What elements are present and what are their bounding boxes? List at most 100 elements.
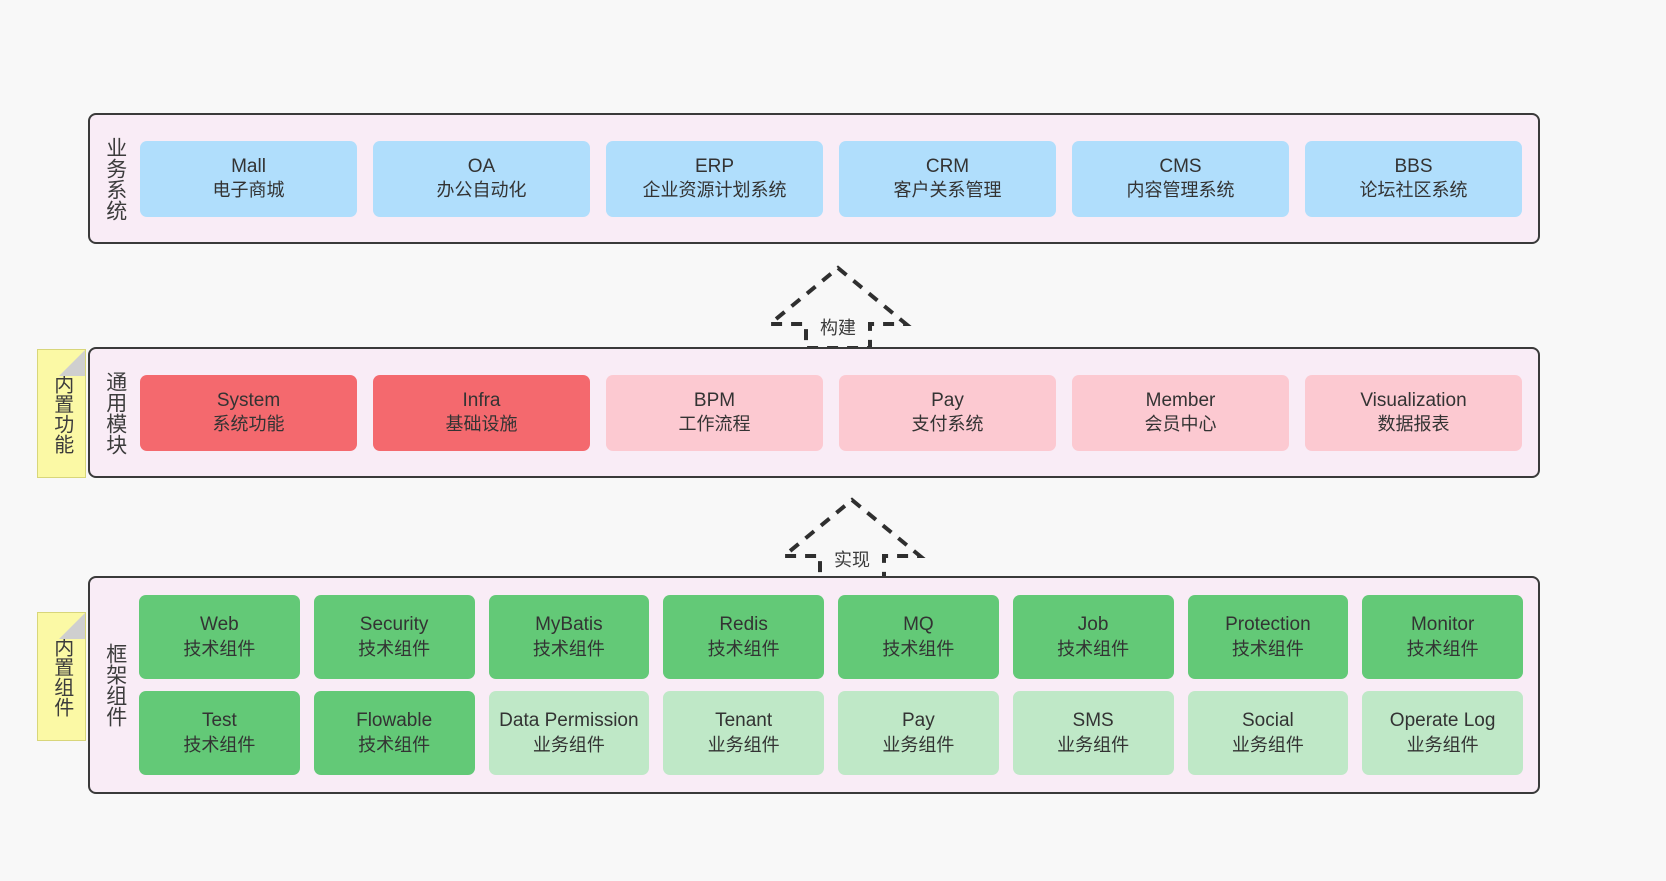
sticky-note-builtin-component: 内置组件 [37, 612, 86, 741]
framework-card-redis[interactable]: Redis 技术组件 [663, 595, 824, 679]
business-system-column: Mall 电子商城 [132, 121, 365, 236]
common-module-card-bpm[interactable]: BPM 工作流程 [606, 374, 823, 451]
card-desc: 基础设施 [445, 414, 518, 435]
card-desc: 业务组件 [1057, 734, 1130, 755]
framework-component-column: Protection 技术组件 Social 业务组件 [1181, 584, 1356, 786]
card-desc: 业务组件 [1231, 734, 1304, 755]
card-desc: 系统功能 [212, 414, 285, 435]
framework-component-column: Job 技术组件 SMS 业务组件 [1006, 584, 1181, 786]
sticky-note-label: 内置功能 [50, 373, 73, 454]
card-name: MyBatis [535, 614, 603, 636]
framework-card-test[interactable]: Test 技术组件 [139, 691, 300, 775]
common-modules-cell-group: System 系统功能 Infra 基础设施 BPM 工作流程 Pay [132, 355, 1530, 470]
framework-card-pay[interactable]: Pay 业务组件 [838, 691, 999, 775]
card-name: Social [1242, 710, 1294, 732]
card-name: System [216, 389, 281, 411]
card-desc: 技术组件 [1057, 638, 1130, 659]
layer-business-systems: 业务系统 Mall 电子商城 OA 办公自动化 ERP 企业资源计划系统 [88, 113, 1540, 244]
layer-title-common-modules: 通用模块 [103, 370, 127, 455]
business-system-card-cms[interactable]: CMS 内容管理系统 [1072, 140, 1289, 217]
framework-card-sms[interactable]: SMS 业务组件 [1012, 691, 1174, 775]
card-desc: 支付系统 [911, 414, 984, 435]
card-name: MQ [903, 614, 934, 636]
sticky-note-builtin-function: 内置功能 [37, 349, 86, 478]
card-name: BPM [693, 389, 736, 411]
card-desc: 企业资源计划系统 [642, 180, 787, 201]
framework-card-operate-log[interactable]: Operate Log 业务组件 [1362, 691, 1523, 775]
business-system-card-bbs[interactable]: BBS 论坛社区系统 [1305, 140, 1522, 217]
card-desc: 技术组件 [1231, 638, 1304, 659]
framework-card-tenant[interactable]: Tenant 业务组件 [663, 691, 824, 775]
card-name: CMS [1159, 155, 1202, 177]
card-name: Web [200, 614, 239, 636]
framework-card-protection[interactable]: Protection 技术组件 [1187, 595, 1349, 679]
framework-card-flowable[interactable]: Flowable 技术组件 [313, 691, 475, 775]
card-desc: 会员中心 [1144, 414, 1217, 435]
card-desc: 业务组件 [882, 734, 955, 755]
card-desc: 技术组件 [183, 734, 256, 755]
common-module-card-visualization[interactable]: Visualization 数据报表 [1305, 374, 1522, 451]
card-name: Visualization [1360, 389, 1467, 411]
common-module-card-infra[interactable]: Infra 基础设施 [373, 374, 590, 451]
framework-component-column: Security 技术组件 Flowable 技术组件 [307, 584, 482, 786]
framework-card-job[interactable]: Job 技术组件 [1012, 595, 1174, 679]
card-name: Redis [719, 614, 768, 636]
card-name: Data Permission [499, 710, 639, 732]
framework-components-cell-group: Web 技术组件 Test 技术组件 Security 技术组件 Flowabl… [132, 584, 1530, 786]
business-system-card-mall[interactable]: Mall 电子商城 [140, 140, 357, 217]
layer-title-framework-components: 框架组件 [103, 643, 127, 727]
card-desc: 内容管理系统 [1126, 180, 1235, 201]
card-desc: 技术组件 [707, 638, 780, 659]
framework-card-security[interactable]: Security 技术组件 [313, 595, 475, 679]
framework-card-data-permission[interactable]: Data Permission 业务组件 [488, 691, 650, 775]
card-name: OA [467, 155, 496, 177]
framework-component-column: Web 技术组件 Test 技术组件 [132, 584, 307, 786]
common-module-column: System 系统功能 [132, 355, 365, 470]
sticky-note-label: 内置组件 [50, 636, 73, 717]
common-module-card-system[interactable]: System 系统功能 [140, 374, 357, 451]
card-name: Test [201, 710, 237, 732]
framework-component-column: MyBatis 技术组件 Data Permission 业务组件 [482, 584, 657, 786]
common-module-column: Member 会员中心 [1064, 355, 1297, 470]
card-name: Infra [462, 389, 501, 411]
business-system-column: ERP 企业资源计划系统 [598, 121, 831, 236]
card-desc: 技术组件 [1406, 638, 1479, 659]
framework-component-column: Redis 技术组件 Tenant 业务组件 [656, 584, 831, 786]
framework-card-mq[interactable]: MQ 技术组件 [838, 595, 999, 679]
business-system-card-oa[interactable]: OA 办公自动化 [373, 140, 590, 217]
common-module-column: Infra 基础设施 [365, 355, 598, 470]
common-module-card-member[interactable]: Member 会员中心 [1072, 374, 1289, 451]
layer-common-modules: 通用模块 System 系统功能 Infra 基础设施 BPM 工作流程 [88, 347, 1540, 478]
framework-card-mybatis[interactable]: MyBatis 技术组件 [488, 595, 650, 679]
card-desc: 技术组件 [532, 638, 605, 659]
layer-framework-components: 框架组件 Web 技术组件 Test 技术组件 Security 技术组件 F [88, 576, 1540, 794]
relation-arrow-implement: 实现 [772, 494, 932, 584]
card-name: Flowable [356, 710, 433, 732]
business-system-card-erp[interactable]: ERP 企业资源计划系统 [606, 140, 823, 217]
common-module-card-pay[interactable]: Pay 支付系统 [839, 374, 1056, 451]
card-name: BBS [1394, 155, 1433, 177]
business-system-column: BBS 论坛社区系统 [1297, 121, 1530, 236]
business-system-column: CRM 客户关系管理 [831, 121, 1064, 236]
framework-card-monitor[interactable]: Monitor 技术组件 [1362, 595, 1523, 679]
relation-arrow-build: 构建 [758, 262, 918, 352]
card-desc: 业务组件 [1406, 734, 1479, 755]
card-name: Pay [902, 710, 935, 732]
card-desc: 办公自动化 [436, 180, 527, 201]
card-name: Pay [931, 389, 964, 411]
card-name: Monitor [1410, 614, 1475, 636]
business-system-card-crm[interactable]: CRM 客户关系管理 [839, 140, 1056, 217]
card-name: Operate Log [1389, 710, 1496, 732]
business-system-column: OA 办公自动化 [365, 121, 598, 236]
framework-component-column: MQ 技术组件 Pay 业务组件 [831, 584, 1006, 786]
card-desc: 业务组件 [532, 734, 605, 755]
card-name: CRM [925, 155, 970, 177]
framework-card-web[interactable]: Web 技术组件 [139, 595, 300, 679]
layer-title-business-systems: 业务系统 [103, 136, 127, 221]
card-desc: 技术组件 [358, 638, 431, 659]
framework-card-social[interactable]: Social 业务组件 [1187, 691, 1349, 775]
business-system-column: CMS 内容管理系统 [1064, 121, 1297, 236]
card-name: Tenant [715, 710, 773, 732]
card-desc: 论坛社区系统 [1359, 180, 1468, 201]
